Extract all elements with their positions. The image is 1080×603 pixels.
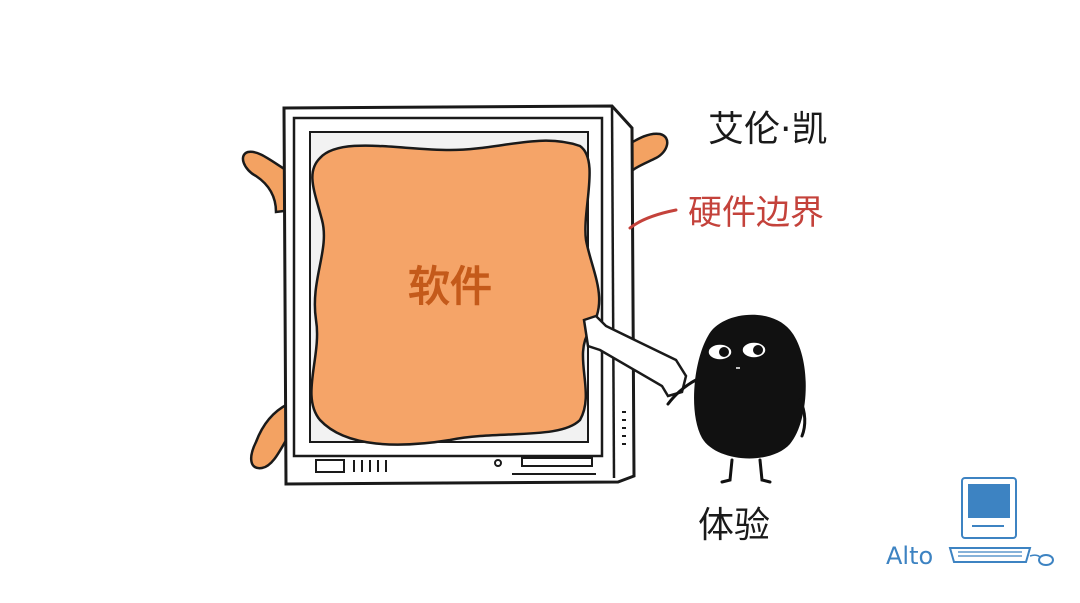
alto-computer-icon: [948, 477, 1054, 566]
experience-label: 体验: [698, 505, 771, 546]
tentacle-top-left: [241, 150, 294, 214]
alto-brand-label: Alto: [886, 542, 934, 570]
author-label: 艾伦·凯: [708, 109, 828, 150]
experience-character: [666, 314, 807, 484]
wrench-icon: [582, 314, 688, 398]
hardware-boundary-label: 硬件边界: [688, 193, 824, 233]
boundary-marker: [628, 208, 678, 230]
tentacle-bottom-left: [249, 402, 294, 470]
software-label: 软件: [408, 262, 493, 311]
software-blob: [310, 139, 601, 446]
